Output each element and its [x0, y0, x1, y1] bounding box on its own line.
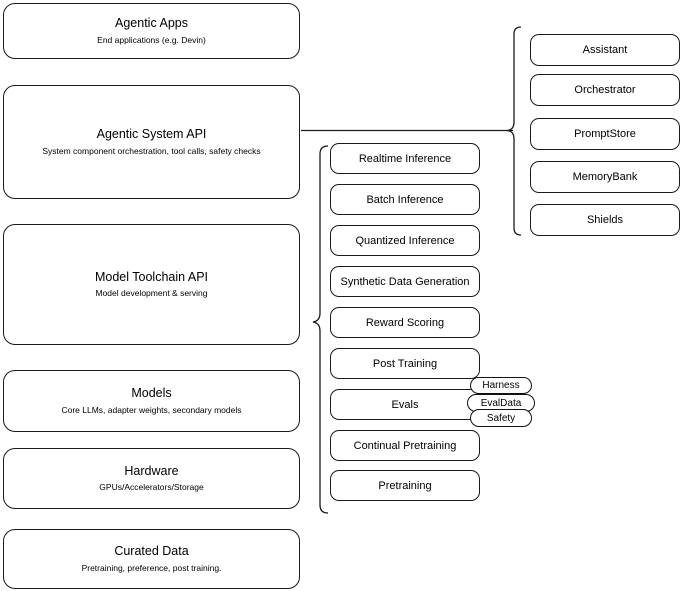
- chip-post-training[interactable]: Post Training: [330, 348, 480, 379]
- layer-subtitle: System component orchestration, tool cal…: [42, 145, 261, 156]
- chip-shields[interactable]: Shields: [530, 204, 680, 236]
- chip-continual-pretraining[interactable]: Continual Pretraining: [330, 430, 480, 461]
- layer-subtitle: Pretraining, preference, post training.: [81, 562, 222, 573]
- layer-models[interactable]: Models Core LLMs, adapter weights, secon…: [3, 370, 300, 432]
- layer-title: Agentic Apps: [115, 16, 188, 31]
- layer-subtitle: End applications (e.g. Devin): [97, 34, 206, 45]
- pill-harness[interactable]: Harness: [470, 377, 532, 394]
- layer-agentic-apps[interactable]: Agentic Apps End applications (e.g. Devi…: [3, 3, 300, 59]
- layer-title: Agentic System API: [96, 127, 207, 142]
- layer-agentic-system-api[interactable]: Agentic System API System component orch…: [3, 85, 300, 199]
- chip-pretraining[interactable]: Pretraining: [330, 470, 480, 501]
- chip-quantized-inference[interactable]: Quantized Inference: [330, 225, 480, 256]
- layer-title: Model Toolchain API: [94, 269, 209, 284]
- layer-hardware[interactable]: Hardware GPUs/Accelerators/Storage: [3, 448, 300, 509]
- chip-orchestrator[interactable]: Orchestrator: [530, 74, 680, 106]
- chip-batch-inference[interactable]: Batch Inference: [330, 184, 480, 215]
- layer-curated-data[interactable]: Curated Data Pretraining, preference, po…: [3, 529, 300, 589]
- chip-reward-scoring[interactable]: Reward Scoring: [330, 307, 480, 338]
- layer-title: Hardware: [124, 463, 179, 478]
- layer-subtitle: GPUs/Accelerators/Storage: [99, 482, 204, 493]
- chip-evals[interactable]: Evals: [330, 389, 480, 420]
- brace-system-components: [506, 26, 522, 236]
- chip-synthetic-data-generation[interactable]: Synthetic Data Generation: [330, 266, 480, 297]
- layer-title: Curated Data: [114, 544, 189, 559]
- chip-realtime-inference[interactable]: Realtime Inference: [330, 143, 480, 174]
- chip-assistant[interactable]: Assistant: [530, 34, 680, 66]
- layer-subtitle: Core LLMs, adapter weights, secondary mo…: [61, 404, 242, 415]
- layer-model-toolchain-api[interactable]: Model Toolchain API Model development & …: [3, 224, 300, 345]
- pill-safety[interactable]: Safety: [470, 409, 532, 427]
- layer-subtitle: Model development & serving: [95, 288, 208, 299]
- chip-memorybank[interactable]: MemoryBank: [530, 161, 680, 193]
- brace-toolchain-components: [312, 145, 329, 514]
- layer-title: Models: [131, 386, 172, 401]
- chip-promptstore[interactable]: PromptStore: [530, 118, 680, 150]
